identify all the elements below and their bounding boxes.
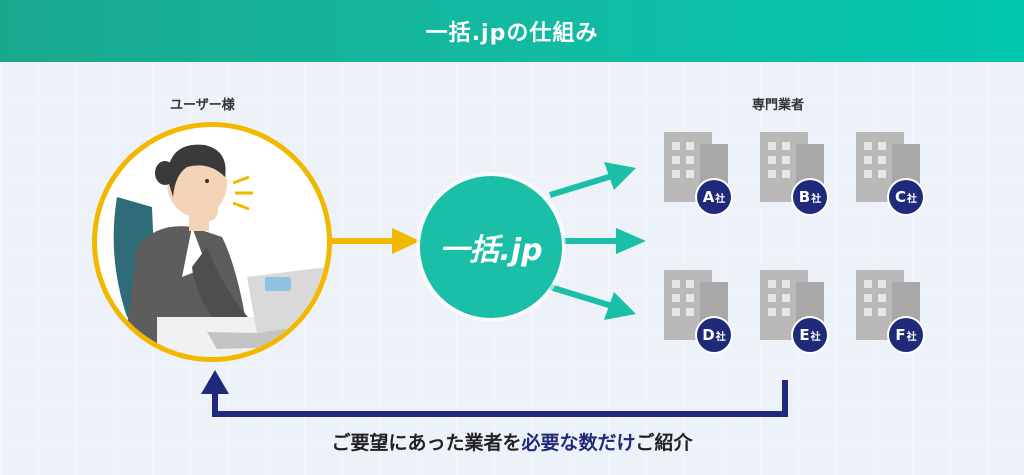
hub-circle: 一括.jp	[420, 176, 562, 318]
header-bar: 一括.jpの仕組み	[0, 0, 1024, 62]
vendor-letter: E	[799, 326, 810, 344]
return-arrow	[201, 370, 788, 417]
arrow-user-to-hub	[330, 228, 420, 254]
vendor-suffix: 社	[715, 193, 726, 205]
hub-label: 一括.jp	[439, 233, 543, 268]
vendor-letter: A	[702, 188, 715, 206]
vendor-letter: C	[894, 188, 906, 206]
vendor-suffix: 社	[906, 331, 917, 343]
arrow-hub-to-vendors-middle	[564, 228, 646, 254]
vendor-letter: D	[702, 326, 715, 344]
page-title: 一括.jpの仕組み	[425, 21, 599, 46]
vendor-suffix: 社	[715, 331, 726, 343]
bottom-caption: ご要望にあった業者を必要な数だけご紹介	[0, 428, 1024, 455]
vendor-letter: F	[895, 326, 906, 344]
caption-part1: ご要望にあった業者を	[331, 432, 522, 454]
arrow-hub-to-vendors-top	[549, 162, 636, 198]
vendor-suffix: 社	[907, 193, 917, 205]
businesswoman-at-laptop-icon	[113, 144, 327, 357]
vendors-label: 専門業者	[752, 98, 805, 113]
user-illustration	[92, 122, 332, 362]
caption-highlight: 必要な数だけ	[521, 432, 636, 454]
user-label: ユーザー様	[170, 98, 235, 113]
vendor-letter: B	[798, 188, 811, 206]
vendor-suffix: 社	[810, 331, 821, 343]
caption-part3: ご紹介	[635, 432, 693, 454]
arrow-hub-to-vendors-bottom	[549, 284, 636, 320]
vendor-suffix: 社	[811, 193, 822, 205]
